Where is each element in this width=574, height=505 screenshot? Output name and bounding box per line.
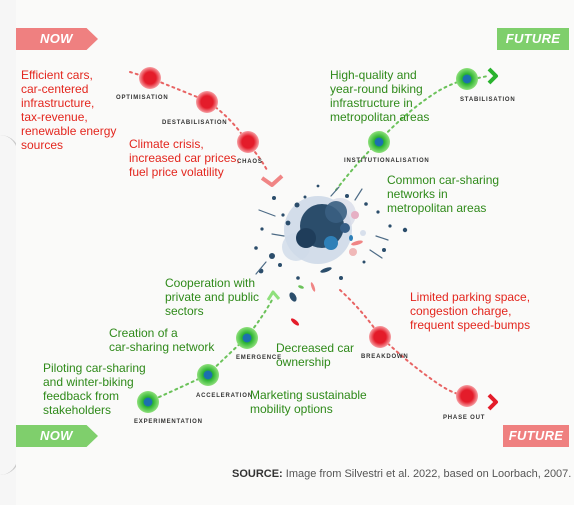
stage-label-experimentation: EXPERIMENTATION — [134, 419, 203, 425]
scattered-strokes — [255, 186, 389, 275]
decline-path-upper — [149, 77, 269, 173]
node-institutionalisation — [368, 131, 390, 153]
node-experimentation — [137, 391, 159, 413]
decline-path-lower — [339, 289, 469, 397]
future-tag-top: FUTURE — [497, 28, 569, 50]
central-chaos-cluster — [282, 196, 366, 264]
node-stabilisation — [456, 68, 478, 90]
node-breakdown — [369, 326, 391, 348]
source-credit: SOURCE: Image from Silvestri et al. 2022… — [232, 468, 571, 480]
growth-path-lower — [147, 299, 273, 403]
growth-tail — [477, 75, 489, 79]
growth-path-upper — [335, 78, 469, 191]
stage-label-emergence: EMERGENCE — [236, 355, 282, 361]
annotation-climate-crisis: Climate crisis,increased car prices,fuel… — [129, 137, 240, 179]
annotation-limited-parking: Limited parking space,congestion charge,… — [410, 290, 531, 332]
node-chaos — [237, 131, 259, 153]
node-acceleration — [197, 364, 219, 386]
stage-label-phase-out: PHASE OUT — [443, 415, 486, 421]
future-tag-bottom: FUTURE — [503, 425, 569, 447]
node-destabilisation — [196, 91, 218, 113]
chevron-green-future-icon — [487, 67, 498, 85]
node-emergence — [236, 327, 258, 349]
stage-label-breakdown: BREAKDOWN — [361, 354, 409, 360]
stage-label-chaos: CHAOS — [237, 159, 263, 165]
now-tag-top: NOW — [16, 28, 98, 50]
chevron-green-emergence-icon — [266, 290, 281, 301]
chevron-red-future-icon — [487, 393, 498, 411]
stage-label-acceleration: ACCELERATION — [196, 393, 253, 399]
node-phase-out — [456, 385, 478, 407]
stage-label-optimisation: OPTIMISATION — [116, 95, 169, 101]
stage-label-stabilisation: STABILISATION — [460, 97, 516, 103]
left-background-strip — [0, 0, 16, 505]
node-optimisation — [139, 67, 161, 89]
scattered-particles — [254, 184, 408, 326]
stage-label-destabilisation: DESTABILISATION — [162, 120, 228, 126]
now-tag-bottom: NOW — [16, 425, 98, 447]
source-label: SOURCE: — [232, 468, 283, 480]
source-text: Image from Silvestri et al. 2022, based … — [282, 468, 572, 480]
stage-label-institutionalisation: INSTITUTIONALISATION — [344, 158, 430, 164]
chevron-red-chaos-icon — [260, 174, 284, 187]
